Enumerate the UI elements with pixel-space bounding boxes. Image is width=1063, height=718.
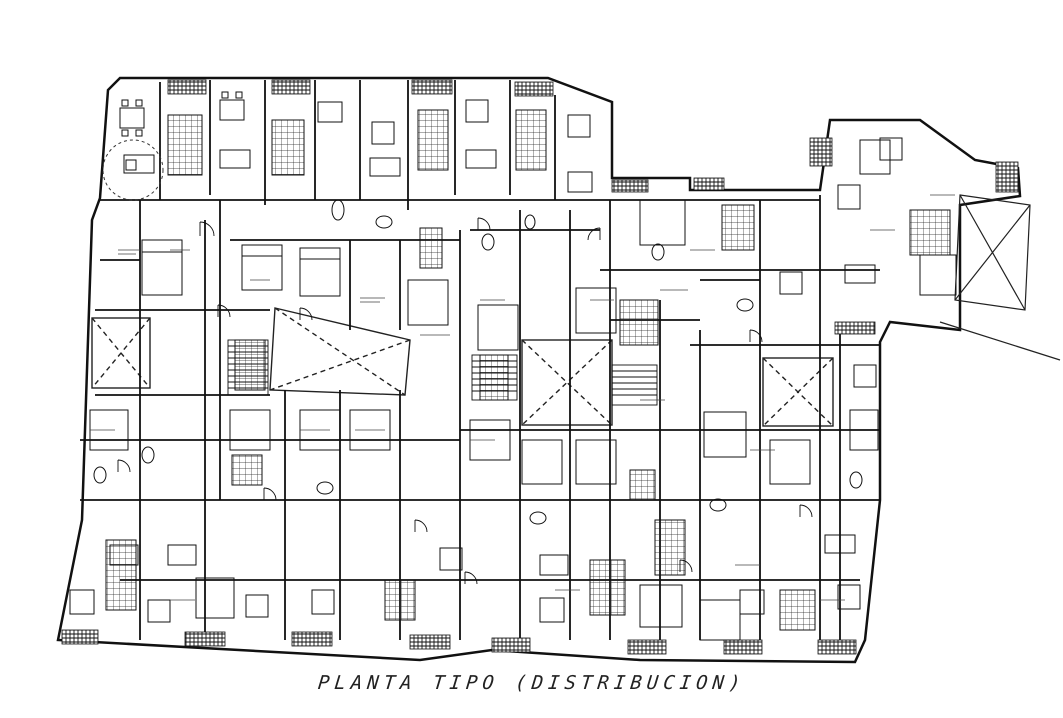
drawing-caption: PLANTA TIPO (DISTRIBUCION) bbox=[316, 672, 747, 694]
furniture-beds bbox=[89, 139, 957, 641]
tiled-rooms bbox=[105, 109, 951, 631]
stair-cores bbox=[227, 339, 658, 406]
facade-balconies bbox=[61, 79, 1019, 655]
dashed-circle bbox=[102, 139, 164, 201]
room-label-marks bbox=[90, 194, 955, 601]
interior-walls bbox=[80, 80, 880, 640]
roof-detail bbox=[939, 194, 1061, 361]
furniture-sofas bbox=[109, 149, 876, 576]
door-swings bbox=[117, 217, 813, 585]
patios bbox=[91, 307, 834, 427]
sanitary-fixtures bbox=[93, 199, 863, 525]
building-outline bbox=[56, 76, 1022, 664]
